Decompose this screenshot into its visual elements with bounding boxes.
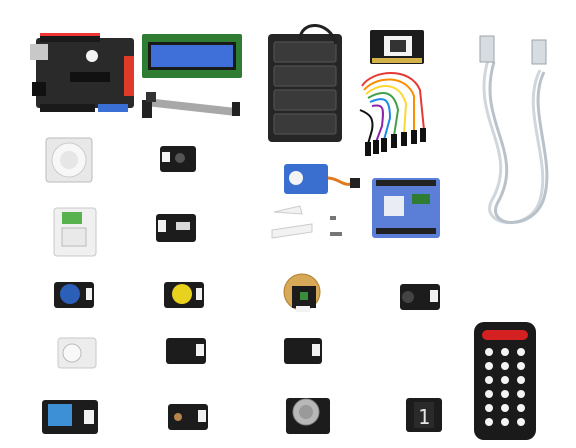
piezo-buzzer [283,273,321,312]
battery-holder [268,24,342,142]
tilt-module [156,214,196,242]
ribbon-cable [142,92,240,118]
relay-module [53,207,97,257]
button-module [160,146,196,172]
seven-segment-digit: 1 [418,405,430,429]
pir-sensor [45,137,93,183]
ir-remote [474,322,536,440]
arduino-board [30,33,134,112]
io-expansion-shield [372,178,440,238]
servo-motor [271,164,360,239]
gas-sensor [286,398,330,434]
sound-sensor-module [400,284,440,310]
lcd-display [142,34,242,78]
jumper-wires [359,72,426,156]
humidity-sensor [42,400,98,434]
light-sensor [168,404,208,430]
push-button-module [164,282,204,308]
ir-receiver-module [284,338,322,364]
seven-segment-display: 1 [406,398,442,432]
potentiometer-module [54,282,94,308]
motor-driver-module [370,30,424,64]
rotation-module [57,337,97,369]
usb-cable [479,35,549,225]
led-module [166,338,206,364]
